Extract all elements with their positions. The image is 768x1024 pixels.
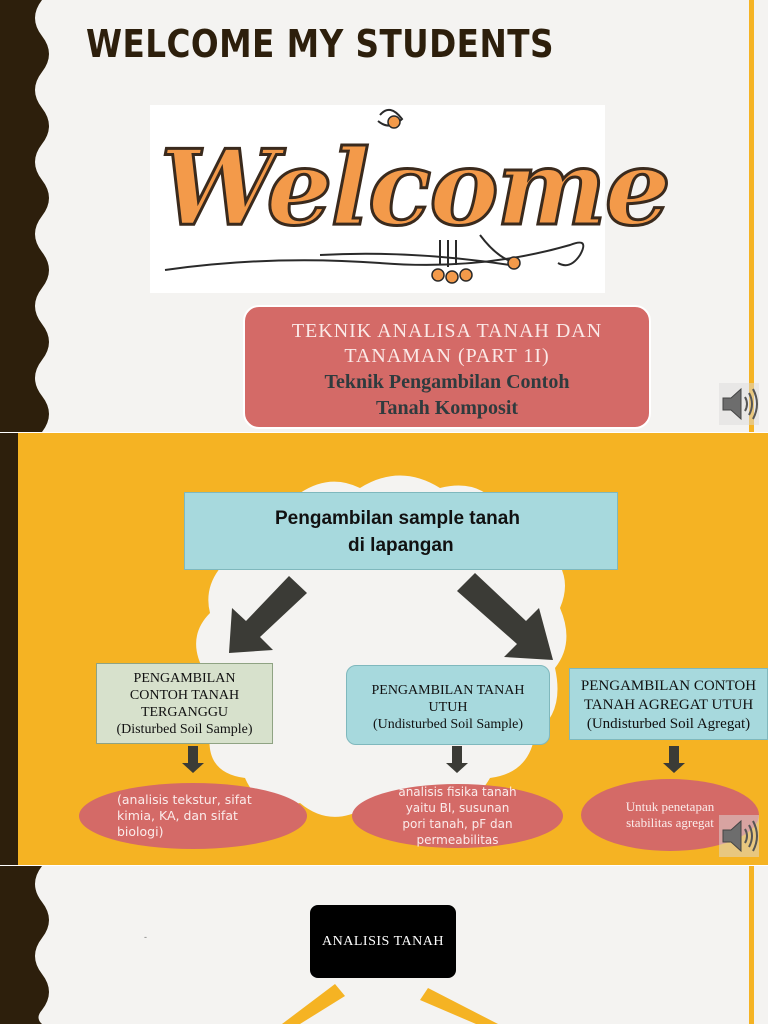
- topic-line-1: TEKNIK ANALISA TANAH DAN: [291, 320, 603, 342]
- topic-box: TEKNIK ANALISA TANAH DAN TANAMAN (PART 1…: [243, 305, 651, 429]
- decorative-wavy-border: [0, 0, 49, 432]
- stray-dot: -: [144, 932, 147, 942]
- header-line-1: Pengambilan sample tanah: [275, 508, 520, 529]
- oval-text: permeabilitas: [416, 833, 499, 847]
- category-text: CONTOH TANAH: [129, 688, 240, 703]
- category-undisturbed: PENGAMBILAN TANAH UTUH (Undisturbed Soil…: [346, 665, 550, 745]
- category-aggregate: PENGAMBILAN CONTOH TANAH AGREGAT UTUH (U…: [569, 668, 768, 740]
- oval-text: kimia, KA, dan sifat: [117, 808, 238, 823]
- decorative-wavy-border: [0, 866, 49, 1024]
- orange-arrows: [282, 984, 498, 1024]
- slide-sampling-diagram: Pengambilan sample tanah di lapangan PEN…: [0, 433, 768, 865]
- analisis-tanah-box: ANALISIS TANAH: [310, 905, 456, 978]
- topic-line-4: Tanah Komposit: [375, 397, 519, 419]
- oval-text: yaitu BI, susunan: [405, 801, 510, 815]
- oval-disturbed-analysis: (analisis tekstur, sifat kimia, KA, dan …: [79, 783, 307, 849]
- oval-text: biologi): [117, 824, 164, 839]
- left-dark-band: [0, 433, 18, 865]
- category-text: TERGANGGU: [140, 705, 229, 720]
- arrow-down-small-3: [663, 746, 685, 773]
- slide-analisis-tanah: - ANALISIS TANAH: [0, 866, 768, 1024]
- category-text: PENGAMBILAN: [133, 671, 236, 686]
- speaker-icon[interactable]: [719, 383, 759, 425]
- slide-welcome: WELCOME MY STUDENTS Welcome TEKNIK ANALI…: [0, 0, 768, 432]
- category-text: (Undisturbed Soil Sample): [372, 717, 524, 732]
- oval-text: stabilitas agregat: [626, 815, 714, 830]
- category-text: UTUH: [428, 700, 468, 715]
- page-title: WELCOME MY STUDENTS: [86, 22, 554, 66]
- arrow-down-right: [457, 573, 553, 660]
- oval-text: pori tanah, pF dan: [402, 817, 513, 831]
- arrow-orange-right: [420, 988, 498, 1024]
- arrow-down-small-1: [182, 746, 204, 773]
- arrow-down-left: [229, 576, 307, 653]
- category-text: PENGAMBILAN CONTOH: [580, 678, 757, 694]
- arrow-orange-left: [282, 984, 345, 1024]
- arrow-down-small-2: [446, 746, 468, 773]
- welcome-flourish: [164, 108, 585, 284]
- category-disturbed: PENGAMBILAN CONTOH TANAH TERGANGGU (Dist…: [96, 663, 273, 744]
- right-accent-rule: [749, 866, 754, 1024]
- category-text: TANAH AGREGAT UTUH: [583, 697, 754, 713]
- oval-undisturbed-analysis: analisis fisika tanah yaitu BI, susunan …: [352, 784, 563, 848]
- topic-line-2: TANAMAN (PART 1I): [344, 345, 550, 367]
- category-text: (Undisturbed Soil Agregat): [586, 716, 751, 732]
- flow-arrows: [182, 573, 685, 773]
- category-text: (Disturbed Soil Sample): [116, 722, 253, 737]
- oval-text: (analisis tekstur, sifat: [117, 792, 252, 807]
- speaker-icon[interactable]: [719, 815, 759, 857]
- sampling-header-box: Pengambilan sample tanah di lapangan: [184, 492, 618, 570]
- welcome-image: Welcome: [150, 105, 673, 293]
- right-accent-rule: [749, 0, 754, 432]
- header-line-2: di lapangan: [348, 535, 454, 556]
- welcome-word: Welcome: [159, 125, 673, 251]
- topic-line-3: Teknik Pengambilan Contoh: [324, 371, 570, 393]
- oval-text: Untuk penetapan: [625, 799, 715, 814]
- category-text: PENGAMBILAN TANAH: [371, 683, 525, 698]
- oval-text: analisis fisika tanah: [398, 785, 517, 799]
